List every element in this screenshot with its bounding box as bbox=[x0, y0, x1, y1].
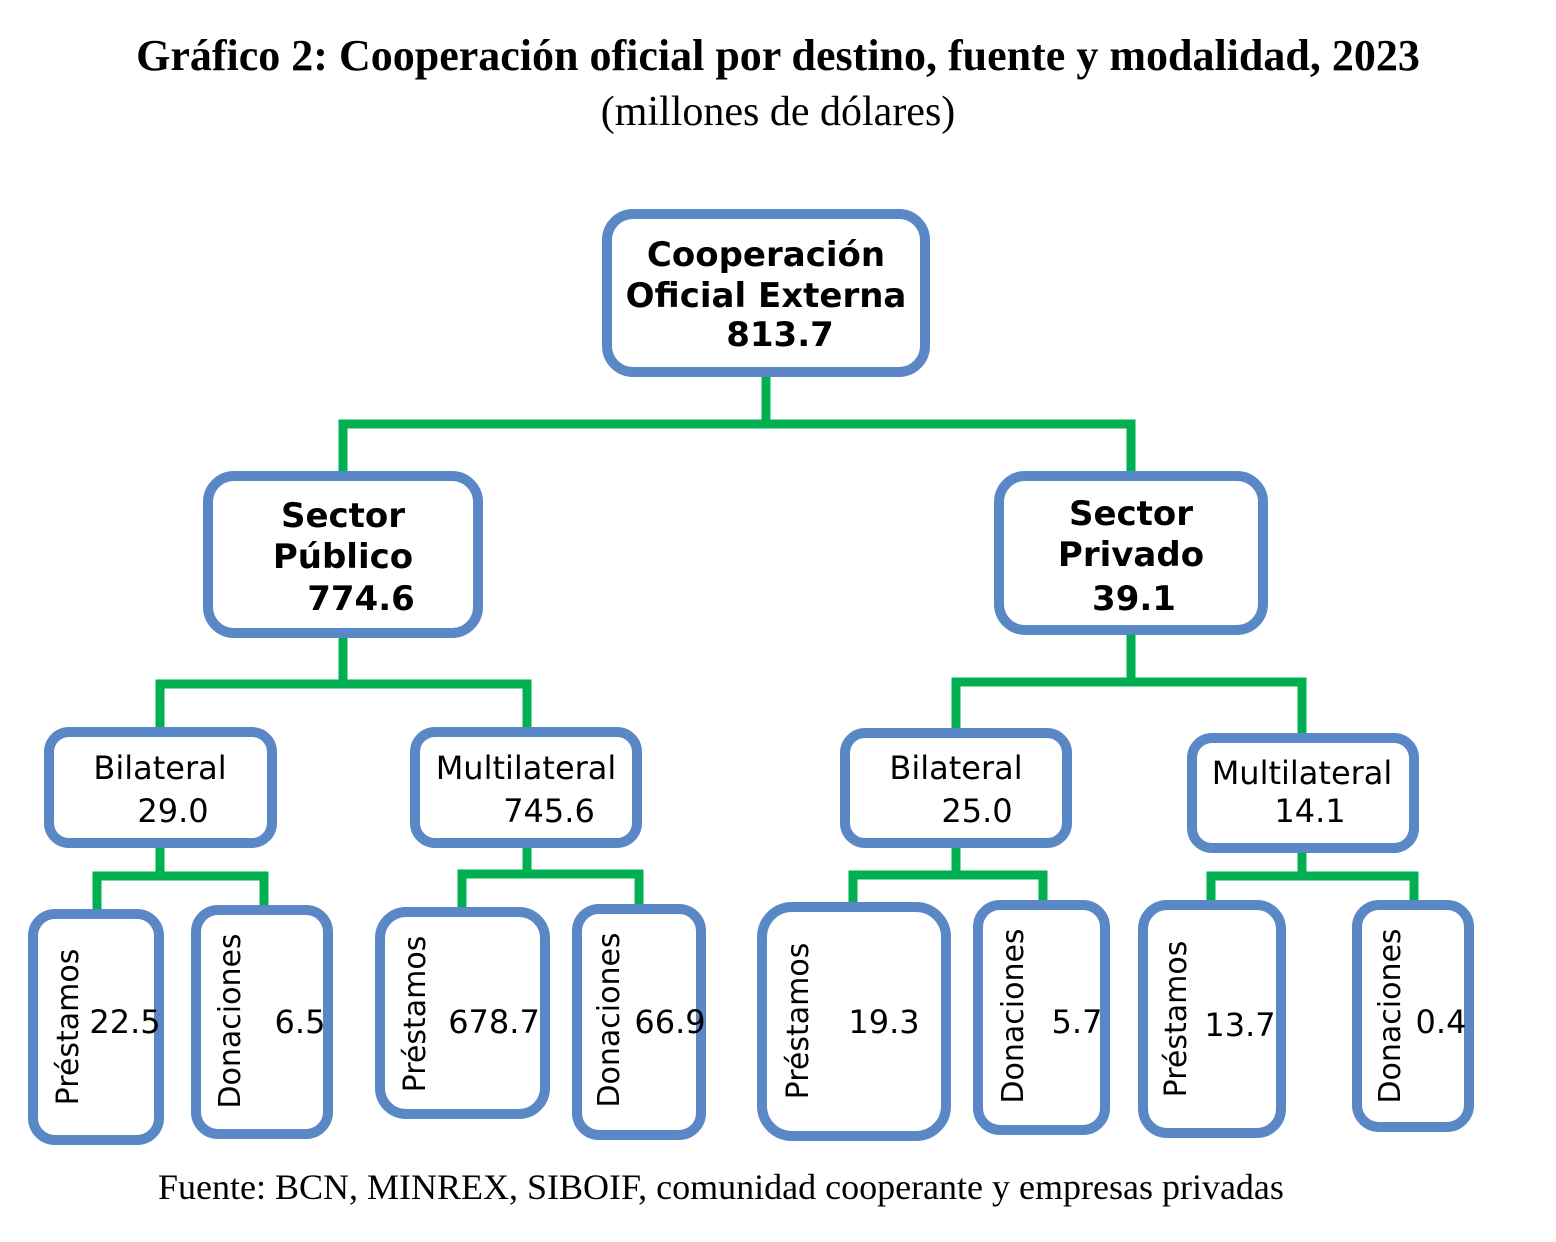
publico-multilateral-prestamos-value: 678.7 bbox=[448, 1003, 540, 1041]
publico-multilateral-prestamos-label: Préstamos bbox=[398, 936, 433, 1093]
sector-privado-value: 39.1 bbox=[1092, 579, 1176, 619]
connector-publico-bilateral-modalities bbox=[92, 838, 269, 913]
sector-privado-line1: Sector bbox=[1069, 494, 1193, 534]
root-value: 813.7 bbox=[726, 315, 834, 355]
privado-multilateral-donaciones-label: Donaciones bbox=[1373, 928, 1408, 1103]
sector-publico-line1: Sector bbox=[281, 496, 405, 536]
privado-bilateral-donaciones-label: Donaciones bbox=[996, 928, 1031, 1103]
node-publico-bilateral-donaciones: Donaciones 6.5 bbox=[191, 905, 333, 1139]
source-note: Fuente: BCN, MINREX, SIBOIF, comunidad c… bbox=[158, 1167, 1284, 1207]
sector-publico-line2: Público bbox=[273, 537, 413, 577]
publico-bilateral-label: Bilateral bbox=[93, 749, 226, 787]
privado-multilateral-prestamos-label: Préstamos bbox=[1159, 941, 1194, 1098]
publico-bilateral-value: 29.0 bbox=[137, 792, 208, 830]
publico-multilateral-donaciones-label: Donaciones bbox=[592, 932, 627, 1107]
publico-multilateral-value: 745.6 bbox=[503, 792, 595, 830]
privado-multilateral-prestamos-value: 13.7 bbox=[1204, 1006, 1275, 1044]
node-privado-bilateral-donaciones: Donaciones 5.7 bbox=[973, 900, 1110, 1135]
publico-multilateral-donaciones-value: 66.9 bbox=[634, 1003, 705, 1041]
publico-bilateral-prestamos-label: Préstamos bbox=[51, 949, 86, 1106]
tree-connectors bbox=[92, 367, 1419, 913]
chart-title: Gráfico 2: Cooperación oficial por desti… bbox=[136, 31, 1420, 80]
node-privado-bilateral: Bilateral 25.0 bbox=[840, 728, 1072, 848]
node-publico-bilateral: Bilateral 29.0 bbox=[44, 727, 277, 848]
privado-bilateral-prestamos-value: 19.3 bbox=[848, 1003, 919, 1041]
node-root: Cooperación Oficial Externa 813.7 bbox=[602, 209, 930, 377]
connector-root-sectors bbox=[338, 367, 1136, 481]
connector-publico-sources bbox=[155, 628, 532, 737]
node-publico-multilateral-donaciones: Donaciones 66.9 bbox=[572, 904, 706, 1140]
connector-privado-sources bbox=[951, 625, 1307, 743]
publico-bilateral-prestamos-value: 22.5 bbox=[89, 1003, 160, 1041]
privado-multilateral-value: 14.1 bbox=[1274, 792, 1345, 830]
connector-privado-bilateral-modalities bbox=[848, 838, 1048, 910]
connector-privado-multilateral-modalities bbox=[1206, 843, 1419, 910]
privado-bilateral-value: 25.0 bbox=[941, 792, 1012, 830]
node-privado-multilateral-donaciones: Donaciones 0.4 bbox=[1352, 900, 1474, 1132]
node-sector-privado: Sector Privado 39.1 bbox=[994, 471, 1268, 635]
node-privado-multilateral: Multilateral 14.1 bbox=[1187, 733, 1419, 853]
node-sector-publico: Sector Público 774.6 bbox=[203, 471, 483, 638]
root-line1: Cooperación bbox=[647, 235, 885, 275]
node-publico-multilateral-prestamos: Préstamos 678.7 bbox=[375, 907, 550, 1119]
publico-bilateral-donaciones-label: Donaciones bbox=[213, 933, 248, 1108]
privado-bilateral-label: Bilateral bbox=[889, 749, 1022, 787]
node-publico-multilateral: Multilateral 745.6 bbox=[410, 727, 642, 848]
sector-privado-line2: Privado bbox=[1058, 535, 1204, 575]
node-publico-bilateral-prestamos: Préstamos 22.5 bbox=[28, 909, 164, 1145]
root-line2: Oficial Externa bbox=[626, 276, 907, 316]
connector-publico-multilateral-modalities bbox=[457, 838, 644, 913]
publico-multilateral-label: Multilateral bbox=[436, 749, 617, 787]
node-privado-bilateral-prestamos: Préstamos 19.3 bbox=[757, 902, 951, 1141]
publico-bilateral-donaciones-value: 6.5 bbox=[275, 1003, 326, 1041]
privado-multilateral-donaciones-value: 0.4 bbox=[1416, 1003, 1467, 1041]
node-privado-multilateral-prestamos: Préstamos 13.7 bbox=[1138, 900, 1286, 1138]
privado-bilateral-prestamos-label: Préstamos bbox=[781, 943, 816, 1100]
sector-publico-value: 774.6 bbox=[307, 579, 415, 619]
chart-subtitle: (millones de dólares) bbox=[600, 89, 956, 135]
privado-multilateral-label: Multilateral bbox=[1212, 754, 1393, 792]
privado-bilateral-donaciones-value: 5.7 bbox=[1052, 1003, 1103, 1041]
